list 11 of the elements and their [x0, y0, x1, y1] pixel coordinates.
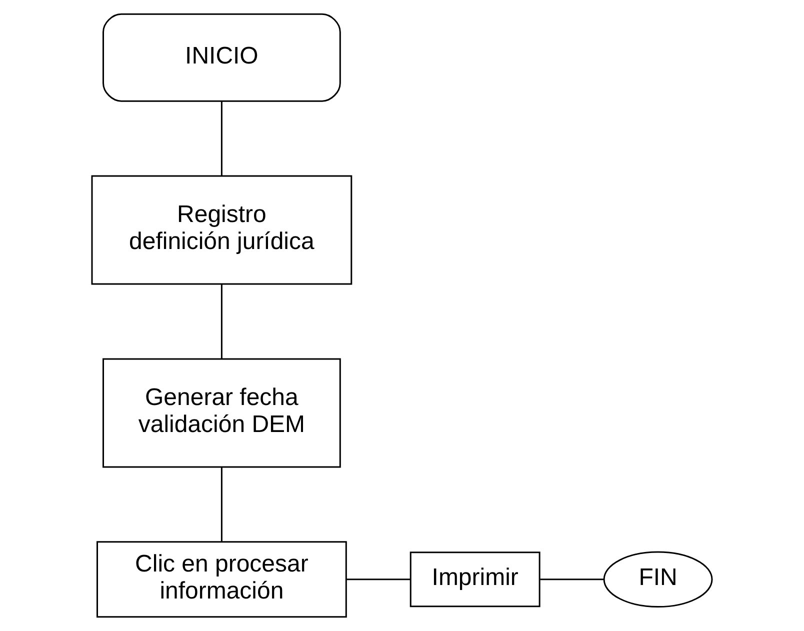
connector: [220, 467, 222, 542]
node-box: Clic en procesar información: [96, 541, 347, 618]
node-box: Generar fecha validación DEM: [102, 358, 341, 468]
node-box: Imprimir: [410, 552, 540, 608]
node-box: INICIO: [102, 13, 341, 102]
node-ellipse: FIN: [603, 551, 713, 608]
connector: [220, 101, 222, 176]
node-box: Registro definición jurídica: [91, 175, 352, 285]
connector: [220, 284, 222, 359]
connector: [346, 578, 410, 580]
connector: [540, 578, 604, 580]
